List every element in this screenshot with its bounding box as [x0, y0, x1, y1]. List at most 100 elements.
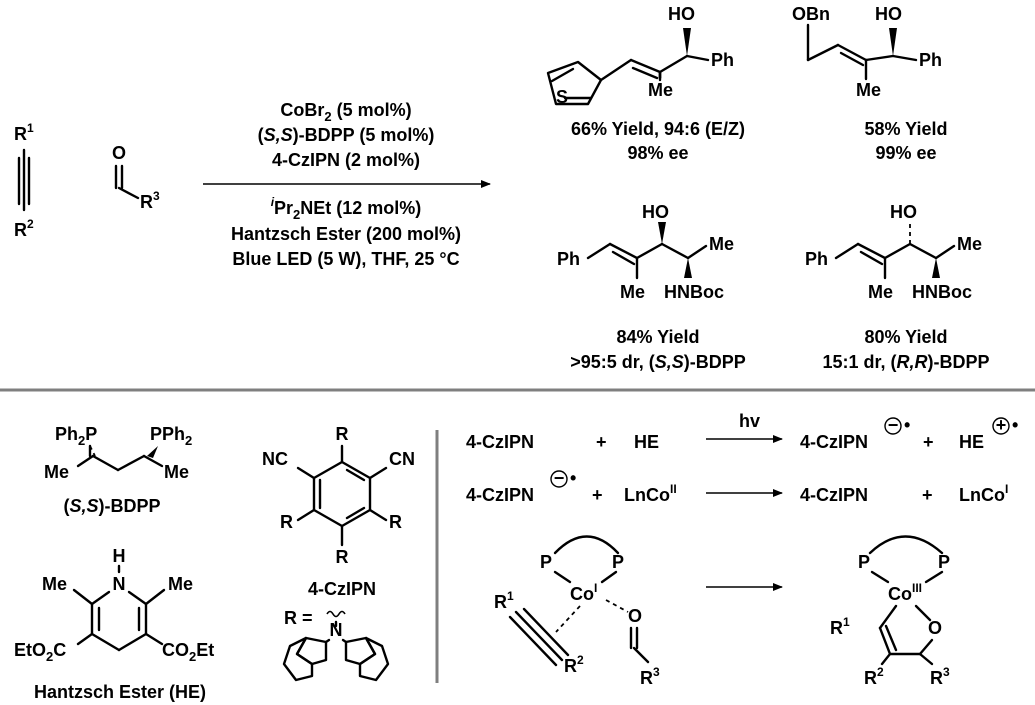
svg-text:Me: Me [164, 462, 189, 482]
svg-text:Me: Me [856, 80, 881, 100]
svg-text:O: O [628, 606, 642, 626]
svg-text:OBn: OBn [792, 4, 830, 24]
svg-text:O: O [112, 143, 126, 163]
product-4-yield: 80% Yield [864, 327, 947, 347]
svg-text:+: + [592, 485, 603, 505]
svg-text:P: P [612, 552, 624, 572]
product-1-ee: 98% ee [627, 143, 688, 163]
cobalt-complex-right: P P CoIII O R1 R2 R3 [830, 535, 950, 688]
svg-text:Me: Me [44, 462, 69, 482]
svg-text:R: R [336, 547, 349, 567]
svg-text:HO: HO [875, 4, 902, 24]
svg-text:+: + [923, 432, 934, 452]
svg-text:HO: HO [642, 202, 669, 222]
aldehyde-reactant: O R3 [112, 143, 160, 212]
condition-photocatalyst: 4-CzIPN (2 mol%) [272, 150, 420, 170]
svg-text:O: O [928, 618, 942, 638]
hantzsch-label: Hantzsch Ester (HE) [34, 682, 206, 702]
svg-text:Me: Me [648, 80, 673, 100]
mechanism-step-1: 4-CzIPN + HE hv 4-CzIPN − • + HE + • [466, 411, 1018, 452]
reaction-conditions: CoBr2 (5 mol%) (S,S)-BDPP (5 mol%) 4-CzI… [203, 100, 491, 269]
svg-text:+: + [922, 485, 933, 505]
svg-text:CoI: CoI [570, 581, 597, 604]
svg-text:Ph2P: Ph2P [55, 424, 97, 448]
svg-text:H: H [113, 546, 126, 566]
svg-text:HO: HO [668, 4, 695, 24]
svg-text:4-CzIPN: 4-CzIPN [800, 485, 868, 505]
product-obn: OBn HO Ph Me 58% Yield 99% ee [792, 4, 948, 163]
svg-text:Me: Me [709, 234, 734, 254]
svg-text:R1: R1 [830, 615, 850, 638]
product-thiophene: S HO Ph Me 66% Yield, 94:6 (E/Z) 98% ee [546, 4, 745, 163]
product-1-yield: 66% Yield, 94:6 (E/Z) [571, 119, 745, 139]
mechanism-step-2: 4-CzIPN − • + LnCoII 4-CzIPN + LnCoI [466, 468, 1008, 505]
svg-text:Me: Me [42, 574, 67, 594]
svg-text:EtO2C: EtO2C [14, 640, 66, 664]
condition-catalyst: CoBr2 (5 mol%) [280, 100, 411, 124]
bdpp-ligand: Ph2P PPh2 Me Me (S,S)-BDPP [44, 424, 192, 516]
svg-text:HE: HE [959, 432, 984, 452]
czipn-photocatalyst: R NC CN R R R 4-CzIPN R = N [262, 424, 415, 682]
svg-text:R2: R2 [564, 653, 584, 676]
svg-text:HNBoc: HNBoc [912, 282, 972, 302]
svg-text:R3: R3 [640, 665, 660, 688]
product-3-yield: 84% Yield [616, 327, 699, 347]
svg-text:P: P [540, 552, 552, 572]
svg-text:Me: Me [168, 574, 193, 594]
svg-text:R3: R3 [140, 189, 160, 212]
product-4-dr: 15:1 dr, (R,R)-BDPP [822, 352, 989, 372]
alkyne-reactant: R1 R2 [14, 121, 34, 240]
svg-text:Ph: Ph [711, 50, 734, 70]
svg-text:Me: Me [957, 234, 982, 254]
svg-text:R1: R1 [494, 589, 514, 612]
svg-text:R2: R2 [14, 217, 34, 240]
svg-text:PPh2: PPh2 [150, 424, 192, 448]
svg-text:−: − [888, 415, 899, 435]
svg-text:•: • [904, 415, 910, 435]
svg-text:NC: NC [262, 449, 288, 469]
product-amino-alcohol-rr: Ph Me HO Me HNBoc 80% Yield 15:1 dr, (R,… [805, 202, 990, 372]
svg-text:4-CzIPN: 4-CzIPN [466, 485, 534, 505]
svg-text:R1: R1 [14, 121, 34, 144]
svg-text:•: • [1012, 415, 1018, 435]
svg-text:hv: hv [739, 411, 760, 431]
svg-text:CO2Et: CO2Et [162, 640, 214, 664]
svg-text:HE: HE [634, 432, 659, 452]
svg-text:N: N [330, 620, 343, 640]
svg-text:Me: Me [868, 282, 893, 302]
condition-ligand: (S,S)-BDPP (5 mol%) [258, 125, 435, 145]
condition-reductant: Hantzsch Ester (200 mol%) [231, 224, 461, 244]
svg-text:R =: R = [284, 608, 313, 628]
svg-text:+: + [596, 432, 607, 452]
svg-text:R2: R2 [864, 665, 884, 688]
cobalt-complex-left: P P CoI O R3 R1 R2 [494, 535, 660, 688]
svg-text:S: S [556, 87, 568, 107]
svg-text:HO: HO [890, 202, 917, 222]
product-2-yield: 58% Yield [864, 119, 947, 139]
svg-text:4-CzIPN: 4-CzIPN [800, 432, 868, 452]
svg-text:+: + [996, 415, 1007, 435]
svg-text:LnCoI: LnCoI [959, 482, 1008, 505]
condition-light-solvent: Blue LED (5 W), THF, 25 °C [232, 249, 459, 269]
svg-text:HNBoc: HNBoc [664, 282, 724, 302]
svg-text:CoIII: CoIII [888, 581, 922, 604]
hantzsch-ester: H N Me Me EtO2C CO2Et Hantzsch Ester (HE… [14, 546, 214, 702]
product-3-dr: >95:5 dr, (S,S)-BDPP [570, 352, 746, 372]
product-2-ee: 99% ee [875, 143, 936, 163]
svg-text:−: − [554, 468, 565, 488]
svg-text:•: • [570, 468, 576, 488]
svg-text:P: P [858, 552, 870, 572]
svg-text:Ph: Ph [919, 50, 942, 70]
svg-text:CN: CN [389, 449, 415, 469]
czipn-label: 4-CzIPN [308, 579, 376, 599]
svg-text:R: R [336, 424, 349, 444]
svg-text:Ph: Ph [557, 249, 580, 269]
svg-text:4-CzIPN: 4-CzIPN [466, 432, 534, 452]
bdpp-label: (S,S)-BDPP [63, 496, 160, 516]
svg-text:N: N [113, 574, 126, 594]
svg-text:R: R [280, 512, 293, 532]
condition-base: iPr2NEt (12 mol%) [271, 195, 422, 222]
svg-text:R: R [389, 512, 402, 532]
product-amino-alcohol-ss: Ph Me HO Me HNBoc 84% Yield >95:5 dr, (S… [557, 202, 746, 372]
